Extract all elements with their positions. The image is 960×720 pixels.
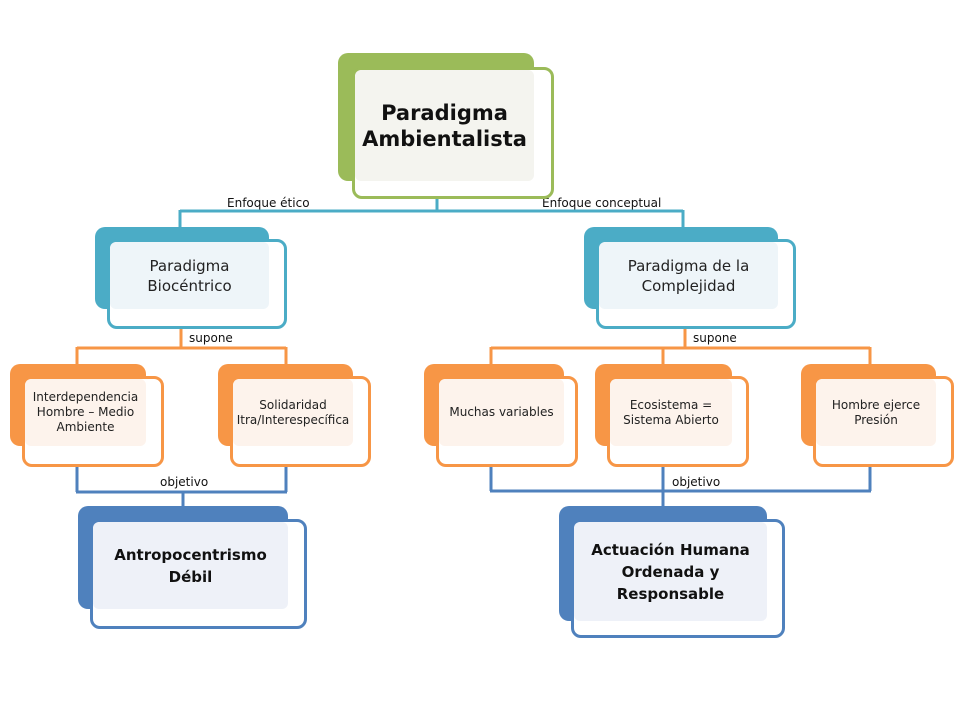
- node-text: Actuación Humana Ordenada y Responsable: [574, 522, 767, 621]
- node-text: Paradigma de la Complejidad: [599, 242, 778, 309]
- node-text: Paradigma Biocéntrico: [110, 242, 269, 309]
- edge-label-objetivo-left: objetivo: [160, 475, 209, 489]
- node-text: Paradigma Ambientalista: [355, 70, 534, 181]
- edge-label-enfoque-etico: Enfoque ético: [227, 196, 310, 210]
- objetivo-connectors: [75, 466, 872, 508]
- edge-label-objetivo-right: objetivo: [672, 475, 721, 489]
- edge-label-supone-right: supone: [693, 331, 737, 345]
- node-text: Interdependencia Hombre – Medio Ambiente: [25, 379, 146, 446]
- supone-connectors: [75, 326, 872, 364]
- node-text: Hombre ejerce Presión: [816, 379, 936, 446]
- node-text: Ecosistema = Sistema Abierto: [610, 379, 732, 446]
- edge-label-enfoque-conceptual: Enfoque conceptual: [542, 196, 662, 210]
- node-text: Muchas variables: [439, 379, 564, 446]
- node-text: Antropocentrismo Débil: [93, 522, 288, 609]
- edge-label-supone-left: supone: [189, 331, 233, 345]
- node-text: Solidaridad Itra/Interespecífica: [233, 379, 353, 446]
